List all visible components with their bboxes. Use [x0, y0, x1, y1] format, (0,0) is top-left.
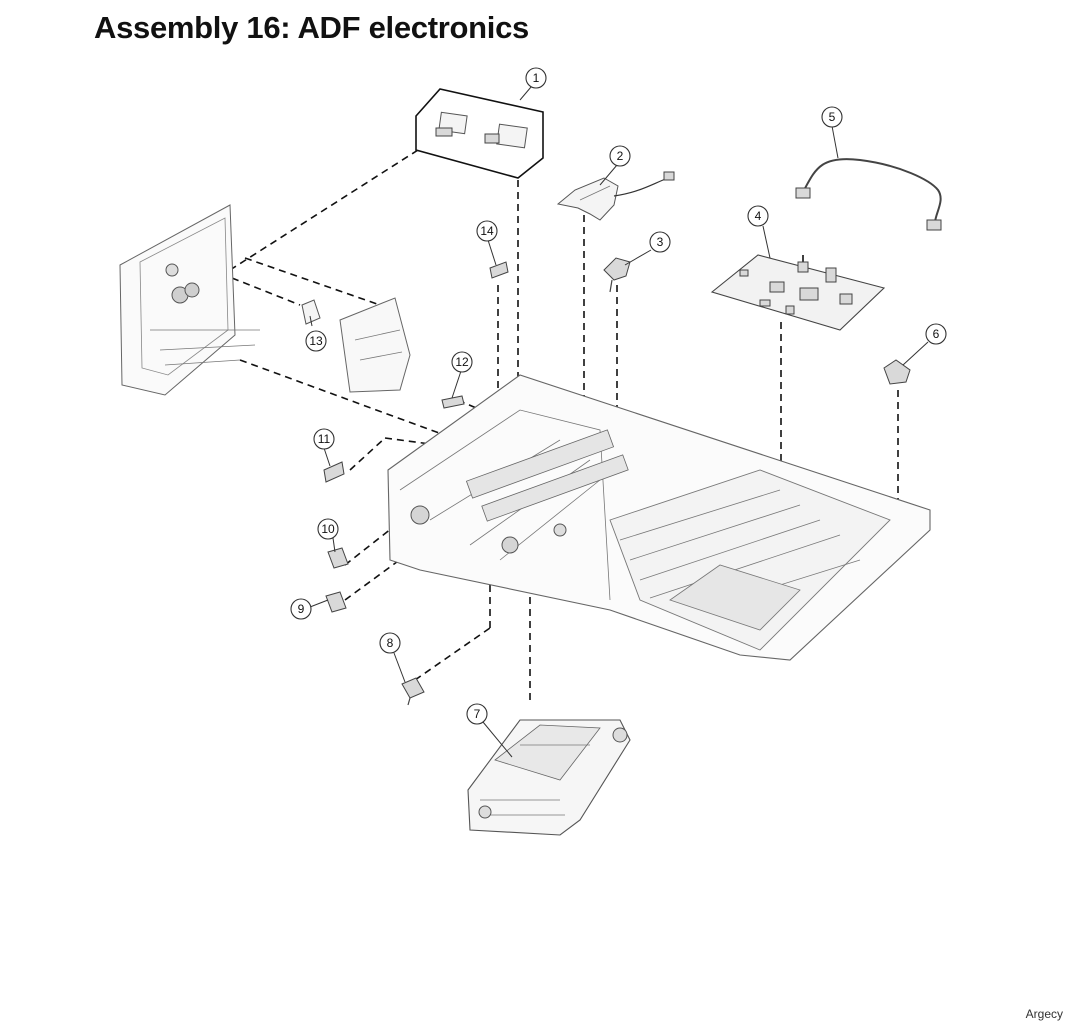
callout-13: 13 — [305, 330, 327, 352]
callout-label: 2 — [617, 149, 624, 163]
leader-lines — [309, 86, 929, 758]
callout-6: 6 — [925, 323, 947, 345]
upper-guide-assembly — [119, 204, 411, 396]
callout-2: 2 — [609, 145, 631, 167]
callout-14: 14 — [476, 220, 498, 242]
part-7-scanner-module — [467, 719, 631, 836]
part-3-sensor — [603, 257, 631, 293]
callout-label: 10 — [321, 522, 335, 536]
part-5-cable — [795, 158, 942, 231]
part-2-sensor-cover — [556, 171, 675, 221]
callout-label: 11 — [318, 432, 331, 446]
callout-label: 3 — [657, 235, 664, 249]
callout-3: 3 — [649, 231, 671, 253]
callout-4: 4 — [747, 205, 769, 227]
small-parts — [301, 261, 509, 483]
callout-label: 4 — [755, 209, 762, 223]
callout-12: 12 — [451, 351, 473, 373]
callout-10: 10 — [317, 518, 339, 540]
part-4-controller-board — [710, 254, 886, 331]
callout-label: 1 — [533, 71, 540, 85]
part-1-sensor-boards — [415, 88, 544, 179]
callout-label: 13 — [309, 334, 323, 348]
adf-base-frame — [387, 374, 931, 661]
callout-5: 5 — [821, 106, 843, 128]
callout-label: 12 — [455, 355, 469, 369]
callout-label: 5 — [829, 110, 836, 124]
callout-label: 6 — [933, 327, 940, 341]
callout-11: 11 — [313, 428, 335, 450]
callout-9: 9 — [290, 598, 312, 620]
part-6-switch — [883, 359, 911, 385]
callout-label: 9 — [298, 602, 305, 616]
callout-label: 14 — [480, 224, 494, 238]
sensors-8-9-10 — [325, 547, 425, 706]
callout-8: 8 — [379, 632, 401, 654]
callout-label: 7 — [474, 707, 481, 721]
callout-1: 1 — [525, 67, 547, 89]
callout-label: 8 — [387, 636, 394, 650]
callout-7: 7 — [466, 703, 488, 725]
page-title: Assembly 16: ADF electronics — [94, 10, 529, 45]
watermark: Argecy — [1025, 1007, 1063, 1021]
